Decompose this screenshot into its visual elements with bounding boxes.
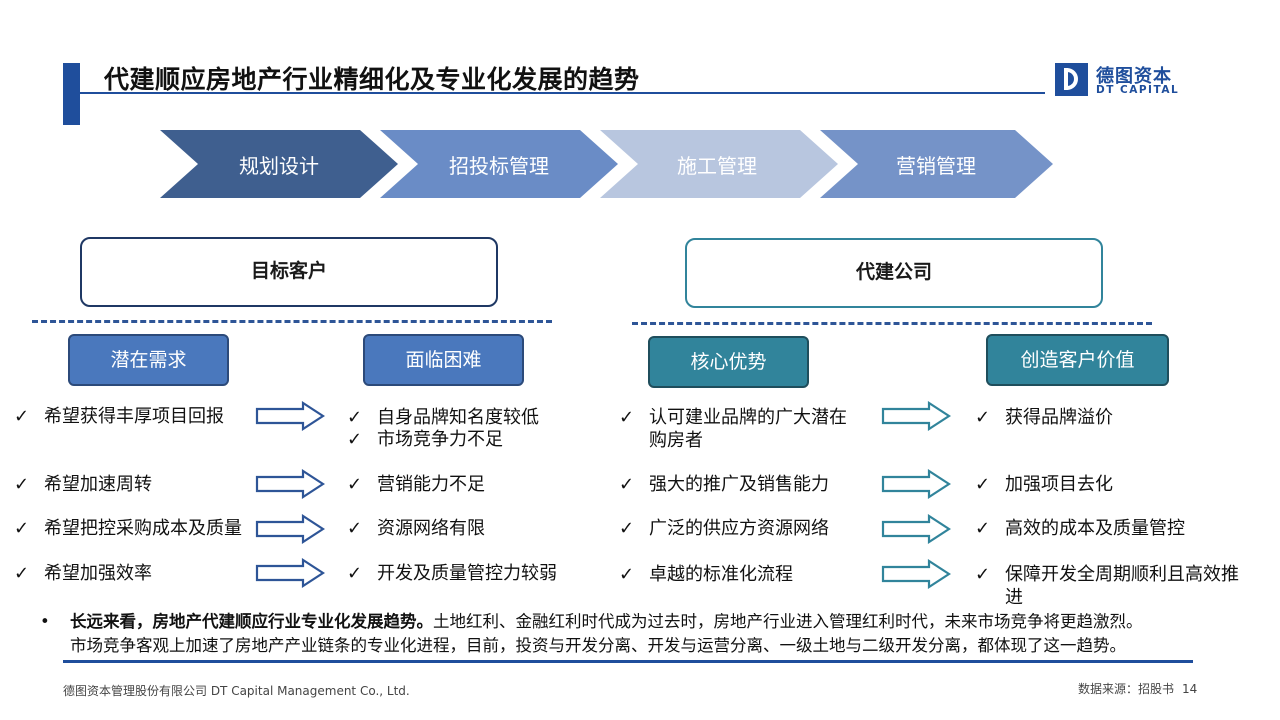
check-icon: ✓ <box>14 518 30 539</box>
check-icon: ✓ <box>347 407 363 428</box>
list-item-continued: 进 <box>1005 587 1023 608</box>
check-icon: ✓ <box>14 406 30 427</box>
right-arrow-icon <box>881 401 951 431</box>
list-item: ✓加强项目去化 <box>975 474 1113 495</box>
agent-company-header: 代建公司 <box>685 238 1103 308</box>
summary-line1: 土地红利、金融红利时代成为过去时，房地产行业进入管理红利时代，未来市场竞争将更趋… <box>433 612 1143 631</box>
bottom-divider <box>63 660 1193 663</box>
list-item: ✓希望加速周转 <box>14 474 152 495</box>
chevron-step-3 <box>600 130 838 198</box>
page-number: 14 <box>1182 682 1198 696</box>
step-label: 招投标管理 <box>449 154 549 178</box>
step-label: 施工管理 <box>677 154 757 178</box>
check-icon: ✓ <box>619 474 635 495</box>
list-item-continued: 购房者 <box>649 430 703 451</box>
page-title: 代建顺应房地产行业精细化及专业化发展的趋势 <box>104 65 640 94</box>
check-icon: ✓ <box>347 563 363 584</box>
bullet-icon: • <box>40 612 50 631</box>
list-item: ✓希望把控采购成本及质量 <box>14 518 242 539</box>
list-item: ✓市场竞争力不足 <box>347 429 503 450</box>
check-icon: ✓ <box>347 429 363 450</box>
check-icon: ✓ <box>14 474 30 495</box>
summary-paragraph: • 长远来看，房地产代建顺应行业专业化发展趋势。土地红利、金融红利时代成为过去时，… <box>40 610 1280 658</box>
check-icon: ✓ <box>619 407 635 428</box>
list-item: ✓开发及质量管控力较弱 <box>347 563 557 584</box>
list-item: ✓认可建业品牌的广大潜在 <box>619 407 847 428</box>
target-client-header: 目标客户 <box>80 237 498 307</box>
check-icon: ✓ <box>975 518 991 539</box>
check-icon: ✓ <box>619 564 635 585</box>
list-item: ✓广泛的供应方资源网络 <box>619 518 829 539</box>
right-arrow-icon <box>881 514 951 544</box>
core-advantage-label: 核心优势 <box>648 336 809 388</box>
left-dashed-divider <box>32 320 552 323</box>
summary-line2: 市场竞争客观上加速了房地产产业链条的专业化进程，目前，投资与开发分离、开发与运营… <box>70 636 1126 655</box>
step-label: 规划设计 <box>239 154 319 178</box>
chevron-step-4 <box>820 130 1053 198</box>
potential-needs-label: 潜在需求 <box>68 334 229 386</box>
step-label: 营销管理 <box>896 154 976 178</box>
footer-company: 德图资本管理股份有限公司 DT Capital Management Co., … <box>63 684 410 698</box>
right-arrow-icon <box>255 401 325 431</box>
list-item: ✓自身品牌知名度较低 <box>347 407 539 428</box>
list-item: ✓获得品牌溢价 <box>975 407 1113 428</box>
check-icon: ✓ <box>14 563 30 584</box>
right-arrow-icon <box>255 469 325 499</box>
check-icon: ✓ <box>347 474 363 495</box>
process-flow <box>160 130 1053 198</box>
dt-capital-logo: 德图资本 DT CAPITAL <box>1055 63 1180 99</box>
list-item: ✓卓越的标准化流程 <box>619 564 793 585</box>
right-dashed-divider <box>632 322 1152 325</box>
list-item: ✓保障开发全周期顺利且高效推 <box>975 564 1239 585</box>
logo-cn-text: 德图资本 <box>1096 66 1172 87</box>
title-accent-bar <box>63 63 80 125</box>
right-arrow-icon <box>881 559 951 589</box>
check-icon: ✓ <box>975 407 991 428</box>
right-arrow-icon <box>255 514 325 544</box>
logo-d-icon <box>1055 63 1088 96</box>
check-icon: ✓ <box>619 518 635 539</box>
list-item: ✓希望获得丰厚项目回报 <box>14 406 224 427</box>
summary-bold: 长远来看，房地产代建顺应行业专业化发展趋势。 <box>70 612 433 631</box>
check-icon: ✓ <box>347 518 363 539</box>
chevron-step-2 <box>380 130 618 198</box>
check-icon: ✓ <box>975 564 991 585</box>
list-item: ✓营销能力不足 <box>347 474 485 495</box>
chevron-step-1 <box>160 130 398 198</box>
logo-en-text: DT CAPITAL <box>1096 84 1180 96</box>
list-item: ✓资源网络有限 <box>347 518 485 539</box>
list-item: ✓希望加强效率 <box>14 563 152 584</box>
title-underline <box>80 92 1045 94</box>
right-arrow-icon <box>881 469 951 499</box>
right-arrow-icon <box>255 558 325 588</box>
difficulties-label: 面临困难 <box>363 334 524 386</box>
list-item: ✓强大的推广及销售能力 <box>619 474 829 495</box>
customer-value-label: 创造客户价值 <box>986 334 1169 386</box>
check-icon: ✓ <box>975 474 991 495</box>
list-item: ✓高效的成本及质量管控 <box>975 518 1185 539</box>
